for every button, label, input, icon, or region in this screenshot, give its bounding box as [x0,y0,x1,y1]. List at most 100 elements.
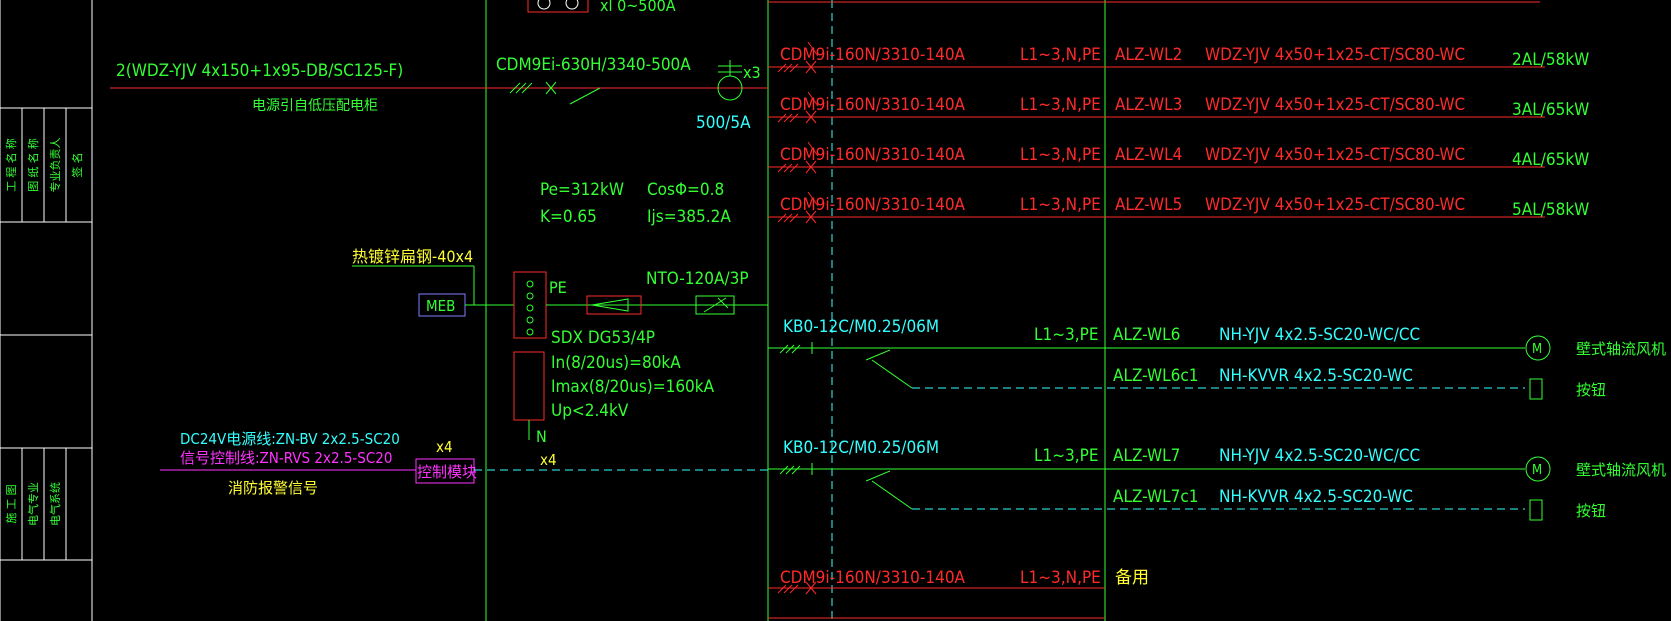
spd-up-label: Up<2.4kV [551,401,629,421]
fan-cable: NH-YJV 4x2.5-SC20-WC/CC [1219,446,1420,466]
feeder-circuit: ALZ-WL4 [1115,145,1182,165]
fan-circuit: ALZ-WL7 [1113,446,1180,466]
kb-switch-symbol [779,342,913,389]
kb-label: KB0-12C/M0.25/06M [783,317,939,337]
spd-fuse-symbol [695,295,735,315]
title-cell-5: 电气专业 [26,482,40,526]
feeder-cable: WDZ-YJV 4x50+1x25-CT/SC80-WC [1205,145,1465,165]
feeder-load: 4AL/65kW [1512,150,1589,170]
feeder-breaker-symbol [777,141,819,174]
feeder-breaker-symbol [777,91,819,124]
spd-in-label: In(8/20us)=80kA [551,353,681,373]
frame-lines [485,0,1106,621]
incoming-source-note: 电源引自低压配电柜 [252,98,378,114]
fan-circuit: ALZ-WL6 [1113,325,1180,345]
fire-power-line-label: DC24V电源线:ZN-BV 2x2.5-SC20 [180,430,400,448]
spd-imax-label: Imax(8/20us)=160kA [551,377,715,397]
pe-label: PE [549,278,567,297]
title-cell-6: 专业负责人 [48,138,62,193]
title-block-text: 工 程 名 称 图 纸 名 称 专业负责人 签 名 施 工 图 电气专业 电气系… [4,138,84,527]
feeder-row: CDM9i-160N/3310-140A L1~3,N,PE ALZ-WL5 WDZ-… [768,191,1589,224]
feeder-row: CDM9i-160N/3310-140A L1~3,N,PE ALZ-WL2 WDZ-… [768,41,1589,74]
feeder-cable: WDZ-YJV 4x50+1x25-CT/SC80-WC [1205,195,1465,215]
feeder-breaker: CDM9i-160N/3310-140A [780,195,966,215]
feeder-phase: L1~3,N,PE [1020,145,1101,165]
flat-steel-label: 热镀锌扁钢-40x4 [352,247,473,266]
fan-feeder-row: KB0-12C/M0.25/06M L1~3,PE ALZ-WL6 NH-YJV 4x… [768,317,1666,400]
spare-feeder: CDM9i-160N/3310-140A L1~3,N,PE 备用 [768,568,1149,619]
fire-x4-bottom: x4 [540,451,557,469]
incoming-cable-spec: 2(WDZ-YJV 4x150+1x95-DB/SC125-F) [116,61,403,81]
fire-x4-top: x4 [436,438,453,456]
load-ijs: Ijs=385.2A [647,207,731,227]
feeder-circuit: ALZ-WL5 [1115,195,1182,215]
title-cell-7: 签 名 [70,152,84,177]
control-module-box [415,458,475,484]
control-module-label: 控制模块 [417,463,477,481]
feeder-cable: WDZ-YJV 4x50+1x25-CT/SC80-WC [1205,45,1465,65]
ct-ratio-label: 500/5A [696,113,751,133]
kb-label: KB0-12C/M0.25/06M [783,438,939,458]
feeder-breaker: CDM9i-160N/3310-140A [780,145,966,165]
fire-signal-label: 消防报警信号 [228,479,318,497]
fan-load-label: 壁式轴流风机 [1576,340,1666,358]
feeder-phase: L1~3,N,PE [1020,195,1101,215]
ct-count-label: x3 [743,63,761,82]
fan-ctrl-circuit: ALZ-WL6c1 [1113,366,1199,386]
feeder-circuit: ALZ-WL3 [1115,95,1182,115]
pe-terminal-block [513,271,547,339]
button-icon [1529,378,1543,400]
incoming-breaker-label: CDM9Ei-630H/3340-500A [496,55,691,75]
fan-phase: L1~3,PE [1034,446,1099,466]
fan-ctrl-label: 按钮 [1576,381,1606,399]
meter-range-label: xl 0~500A [600,0,676,15]
spare-phase: L1~3,N,PE [1020,568,1101,588]
load-k: K=0.65 [540,207,597,227]
title-cell-2: 图 纸 名 称 [26,138,40,191]
feeder-breaker: CDM9i-160N/3310-140A [780,45,966,65]
motor-letter: M [1532,463,1542,478]
fan-ctrl-label: 按钮 [1576,502,1606,520]
spd-model-label: SDX DG53/4P [551,328,655,348]
title-cell-4: 施 工 图 [5,484,18,523]
motor-icon [1525,335,1551,361]
feeder-circuit: ALZ-WL2 [1115,45,1182,65]
meb-label: MEB [426,297,455,315]
spare-breaker: CDM9i-160N/3310-140A [780,568,966,588]
feeder-load: 3AL/65kW [1512,100,1589,120]
button-icon [1529,499,1543,521]
spd-body [513,351,545,421]
fan-cable: NH-YJV 4x2.5-SC20-WC/CC [1219,325,1420,345]
title-block [0,0,93,621]
spare-label: 备用 [1115,568,1149,588]
title-cell-1: 工 程 名 称 [4,138,18,191]
n-label: N [536,427,547,446]
feeder-phase: L1~3,N,PE [1020,45,1101,65]
fan-ctrl-cable: NH-KVVR 4x2.5-SC20-WC [1219,366,1413,386]
load-cos: CosΦ=0.8 [647,180,724,200]
feeder-breaker-symbol [777,41,819,74]
feeder-cable: WDZ-YJV 4x50+1x25-CT/SC80-WC [1205,95,1465,115]
fan-phase: L1~3,PE [1034,325,1099,345]
load-pe: Pe=312kW [540,180,624,200]
motor-icon [1525,456,1551,482]
fan-ctrl-cable: NH-KVVR 4x2.5-SC20-WC [1219,487,1413,507]
meter-box-top [527,0,589,13]
fan-load-label: 壁式轴流风机 [1576,461,1666,479]
title-cell-3: 电气系统 [48,482,62,526]
motor-letter: M [1532,342,1542,357]
feeder-breaker-symbol [777,191,819,224]
spd-symbol [586,295,642,315]
fire-signal-line-label: 信号控制线:ZN-RVS 2x2.5-SC20 [180,449,392,467]
feeder-row: CDM9i-160N/3310-140A L1~3,N,PE ALZ-WL4 WDZ-… [768,141,1589,174]
feeder-load: 5AL/58kW [1512,200,1589,220]
kb-switch-symbol [779,463,913,510]
feeder-breaker: CDM9i-160N/3310-140A [780,95,966,115]
fan-feeder-row: KB0-12C/M0.25/06M L1~3,PE ALZ-WL7 NH-YJV 4x… [768,438,1666,521]
current-transformer-symbol [717,60,743,101]
feeder-load: 2AL/58kW [1512,50,1589,70]
